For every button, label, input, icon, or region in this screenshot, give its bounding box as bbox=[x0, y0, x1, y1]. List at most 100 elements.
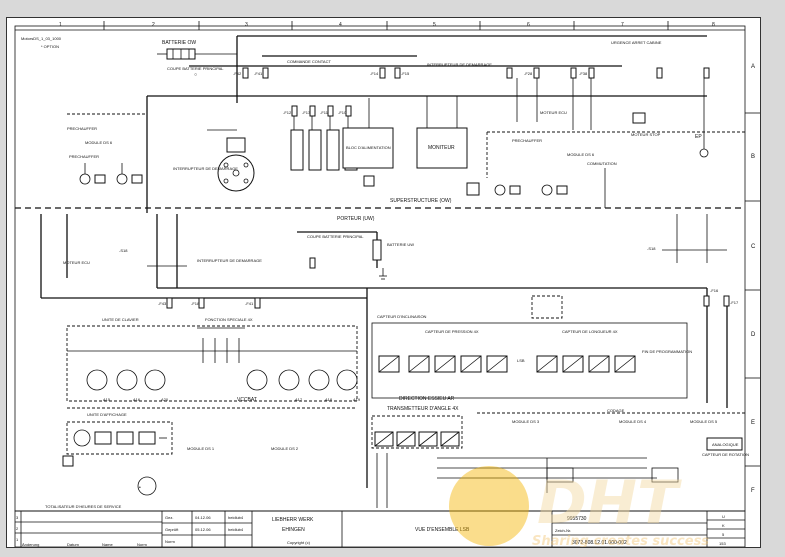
option-note: * OPTION bbox=[41, 44, 59, 49]
prechauffer-right: PRECHAUFFER MODULE DS 6 COMMUTATION EP bbox=[466, 78, 747, 208]
tb-row-3: 3 bbox=[16, 515, 19, 520]
prechauffer-left-label-2: PRECHAUFFER bbox=[69, 154, 99, 159]
module-ds6-right-label: MODULE DS 6 bbox=[567, 152, 595, 157]
module-line: UNITE D'AFFICHAGE MODULE DS 1 MODULE DS … bbox=[67, 407, 749, 457]
moteur-ecu-top: MOTEUR ECU MOTEUR STOP bbox=[516, 78, 661, 137]
module-ds1-label: MODULE DS 1 bbox=[187, 446, 215, 451]
prechauffer-left: PRECHAUFFER PRECHAUFFER MODULE DS 6 bbox=[67, 113, 147, 185]
fuse-f14: -F14 bbox=[370, 71, 379, 76]
interrupteur-demarrage-label: INTERRUPTEUR DE DEMARRAGE bbox=[173, 166, 238, 171]
svg-text:•: • bbox=[139, 485, 141, 491]
commutation-label: COMMUTATION bbox=[587, 161, 617, 166]
row-letter-e: E bbox=[751, 420, 755, 426]
porteur-section: PORTEUR (UW) BATTERIE UW COUPE BATTERIE … bbox=[40, 214, 727, 298]
moniteur: MONITEUR bbox=[416, 96, 468, 169]
watermark: DHT Sharing creates success bbox=[449, 466, 709, 547]
tb-right-1: U bbox=[722, 514, 725, 519]
superstructure-separator: SUPERSTRUCTURE (OW) bbox=[15, 198, 745, 209]
superstructure-label: SUPERSTRUCTURE (OW) bbox=[390, 198, 452, 204]
tb-row-2: 2 bbox=[16, 526, 19, 531]
col-num-3: 3 bbox=[245, 22, 248, 28]
tb-zeich-label: Zeich-Nr. bbox=[555, 528, 571, 533]
fuse-f42: -F42 bbox=[233, 71, 242, 76]
watermark-brand: DHT bbox=[537, 468, 682, 538]
batterie-uw-label: BATTERIE UW bbox=[387, 242, 414, 247]
output-a15: A15 bbox=[103, 397, 111, 402]
row-letter-b: B bbox=[751, 154, 755, 160]
col-num-8: 8 bbox=[712, 22, 715, 28]
fuse-f11: -F11 bbox=[320, 110, 329, 115]
commande-contact-label: COMMANDE CONTACT bbox=[287, 59, 331, 64]
fuse-f15: -F15 bbox=[401, 71, 410, 76]
mid-bus: -F16 -F17 bbox=[41, 287, 739, 488]
moniteur-label: MONITEUR bbox=[428, 145, 455, 151]
urgence-arret-label: URGENCE ARRET CABINE bbox=[611, 40, 662, 45]
col-num-2: 2 bbox=[152, 22, 155, 28]
codage-label: CODAGE bbox=[607, 408, 625, 413]
unite-clavier-label: UNITE DE CLAVIER bbox=[102, 317, 139, 322]
capteurs: CAPTEUR D'INCLINAISON CAPTEUR DE PRESSIO… bbox=[371, 295, 692, 399]
module-ds2-label: MODULE DS 2 bbox=[271, 446, 299, 451]
tb-name-2: heidlub4 bbox=[228, 527, 244, 532]
col-num-6: 6 bbox=[527, 22, 530, 28]
tb-name-1: heidlub4 bbox=[228, 515, 244, 520]
tb-title: VUE D'ENSEMBLE LSB bbox=[415, 527, 470, 533]
col-num-7: 7 bbox=[621, 22, 624, 28]
interrupteur-ow-label: INTERRUPTEUR DE DEMARRAGE bbox=[427, 62, 492, 67]
outputs-a: A15 A16 A20 A17 A18 A19 VCCBAT bbox=[86, 369, 361, 403]
battery-ow: BATTERIE OW COUPE BATTERIE PRINCIPAL ○ bbox=[157, 40, 237, 78]
tb-right-2: K bbox=[722, 523, 725, 528]
bloc-alimentation: BLOC D'ALIMENTATION bbox=[342, 98, 394, 187]
porteur-label: PORTEUR (UW) bbox=[337, 216, 375, 222]
tb-copyright: Copyright (c) bbox=[287, 540, 311, 545]
tb-part-number: 3072-808.12.01.000-002 bbox=[572, 540, 627, 546]
row-letter-d: D bbox=[751, 332, 756, 338]
tb-date-1: 04.12.06 bbox=[195, 515, 211, 520]
tb-footer-norm: Norm bbox=[137, 542, 147, 547]
col-num-4: 4 bbox=[339, 22, 342, 28]
output-a20: A20 bbox=[161, 397, 169, 402]
tb-right-4: 153 bbox=[719, 541, 726, 546]
wiring-diagram: 1 2 3 4 5 6 7 8 A B C D E F MotorsDS_1_0… bbox=[14, 21, 760, 547]
tb-drawing-number: 9955730 bbox=[567, 516, 587, 522]
row-letters: A B C D E F bbox=[745, 64, 760, 494]
column-numbers: 1 2 3 4 5 6 7 8 bbox=[15, 21, 745, 31]
drawing-sheet: 1 2 3 4 5 6 7 8 A B C D E F MotorsDS_1_0… bbox=[6, 17, 761, 548]
tb-right-3: 5 bbox=[722, 532, 725, 537]
tb-footer-datum: Datum bbox=[67, 542, 79, 547]
output-a18: A18 bbox=[325, 397, 333, 402]
row-letter-a: A bbox=[751, 64, 755, 70]
key-switch: INTERRUPTEUR DE DEMARRAGE bbox=[173, 129, 255, 192]
switch-s18-right: -S18 bbox=[647, 246, 656, 251]
affichage-blocks: • TOTALISATEUR D'HEURES DE SERVICE bbox=[45, 421, 173, 509]
bottom-wiring bbox=[376, 453, 679, 508]
unite-affichage-label: UNITE D'AFFICHAGE bbox=[87, 412, 127, 417]
module-ds6-left-label: MODULE DS 6 bbox=[85, 140, 113, 145]
tb-city: EHINGEN bbox=[282, 527, 305, 533]
watermark-disc bbox=[449, 466, 529, 546]
moteur-stop-label: MOTEUR STOP bbox=[631, 132, 661, 137]
module-ds4-label: MODULE DS 4 bbox=[619, 419, 647, 424]
prechauffer-left-label: PRECHAUFFER bbox=[67, 126, 97, 131]
fonction-speciale-label: FONCTION SPECIALE 4X bbox=[205, 317, 253, 322]
watermark-tagline: Sharing creates success bbox=[532, 534, 709, 547]
bloc-alimentation-label: BLOC D'ALIMENTATION bbox=[346, 145, 391, 150]
fuse-f38: -F38 bbox=[579, 71, 588, 76]
fuse-f10: -F10 bbox=[338, 110, 347, 115]
unite-clavier: UNITE DE CLAVIER FONCTION SPECIALE 4X bbox=[66, 317, 358, 402]
ep-label: EP bbox=[695, 134, 702, 140]
coupe-batterie-top-label: COUPE BATTERIE PRINCIPAL bbox=[167, 66, 224, 71]
tb-date-2: 05.12.06 bbox=[195, 527, 211, 532]
totalisateur-label: TOTALISATEUR D'HEURES DE SERVICE bbox=[45, 504, 122, 509]
analogique-label: ANALOGIQUE bbox=[712, 442, 739, 447]
doc-ref: MotorsDS_1_03_1000 bbox=[21, 36, 62, 41]
tb-row-1: 1 bbox=[16, 537, 19, 542]
tb-footer-aenderung: Änderung bbox=[22, 542, 39, 547]
battery-ow-label: BATTERIE OW bbox=[162, 40, 196, 46]
fuses-second: -F12 -F13 -F11 -F10 bbox=[283, 105, 352, 117]
capteur-pression-label: CAPTEUR DE PRESSION 4X bbox=[425, 329, 479, 334]
module-ds5-label: MODULE DS 5 bbox=[690, 419, 718, 424]
output-a19: A19 bbox=[353, 397, 361, 402]
row-letter-c: C bbox=[751, 244, 756, 250]
capteur-longueur-label: CAPTEUR DE LONGUEUR 4X bbox=[562, 329, 618, 334]
